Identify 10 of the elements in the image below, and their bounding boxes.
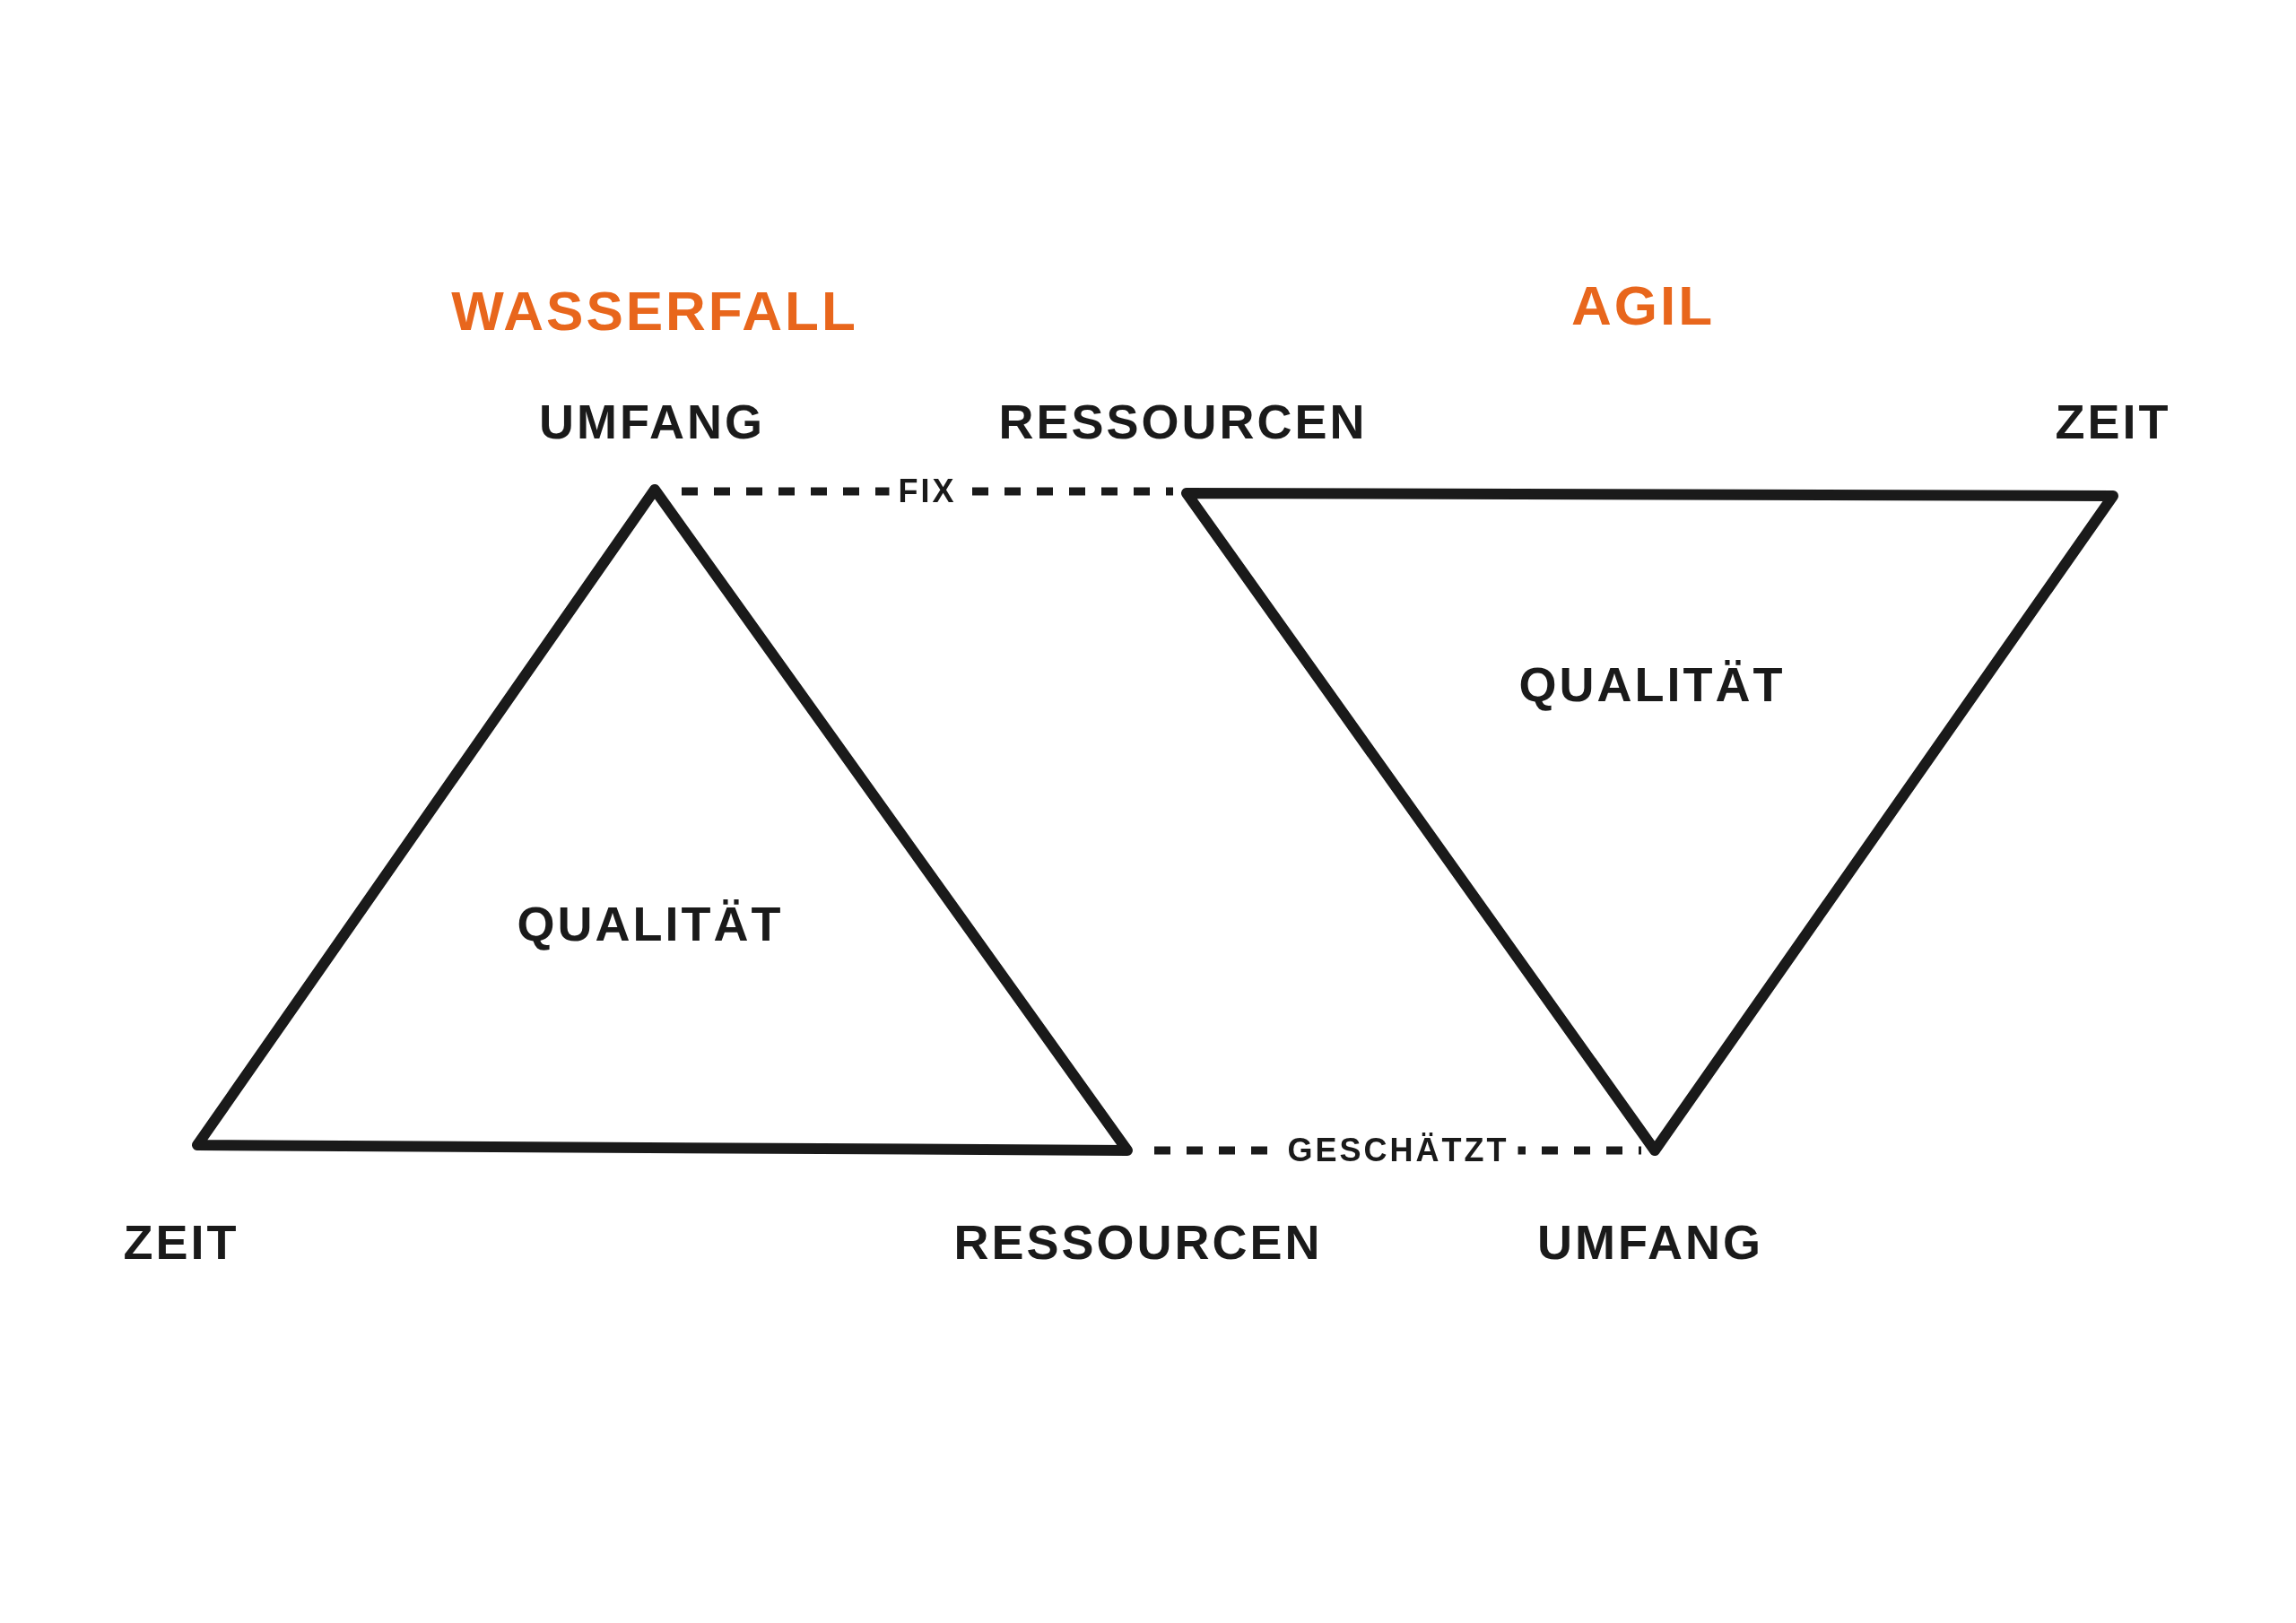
triangle-label: QUALITÄT (517, 896, 784, 951)
corner-label: RESSOURCEN (953, 1214, 1323, 1270)
corner-label: UMFANG (539, 394, 765, 449)
heading: AGIL (1570, 273, 1716, 337)
corner-label: ZEIT (123, 1214, 239, 1270)
corner-label: ZEIT (2055, 394, 2171, 449)
heading: WASSERFALL (451, 278, 858, 343)
triangle-label: QUALITÄT (1518, 656, 1786, 712)
corner-label: RESSOURCEN (998, 394, 1368, 449)
corner-label: UMFANG (1537, 1214, 1763, 1270)
